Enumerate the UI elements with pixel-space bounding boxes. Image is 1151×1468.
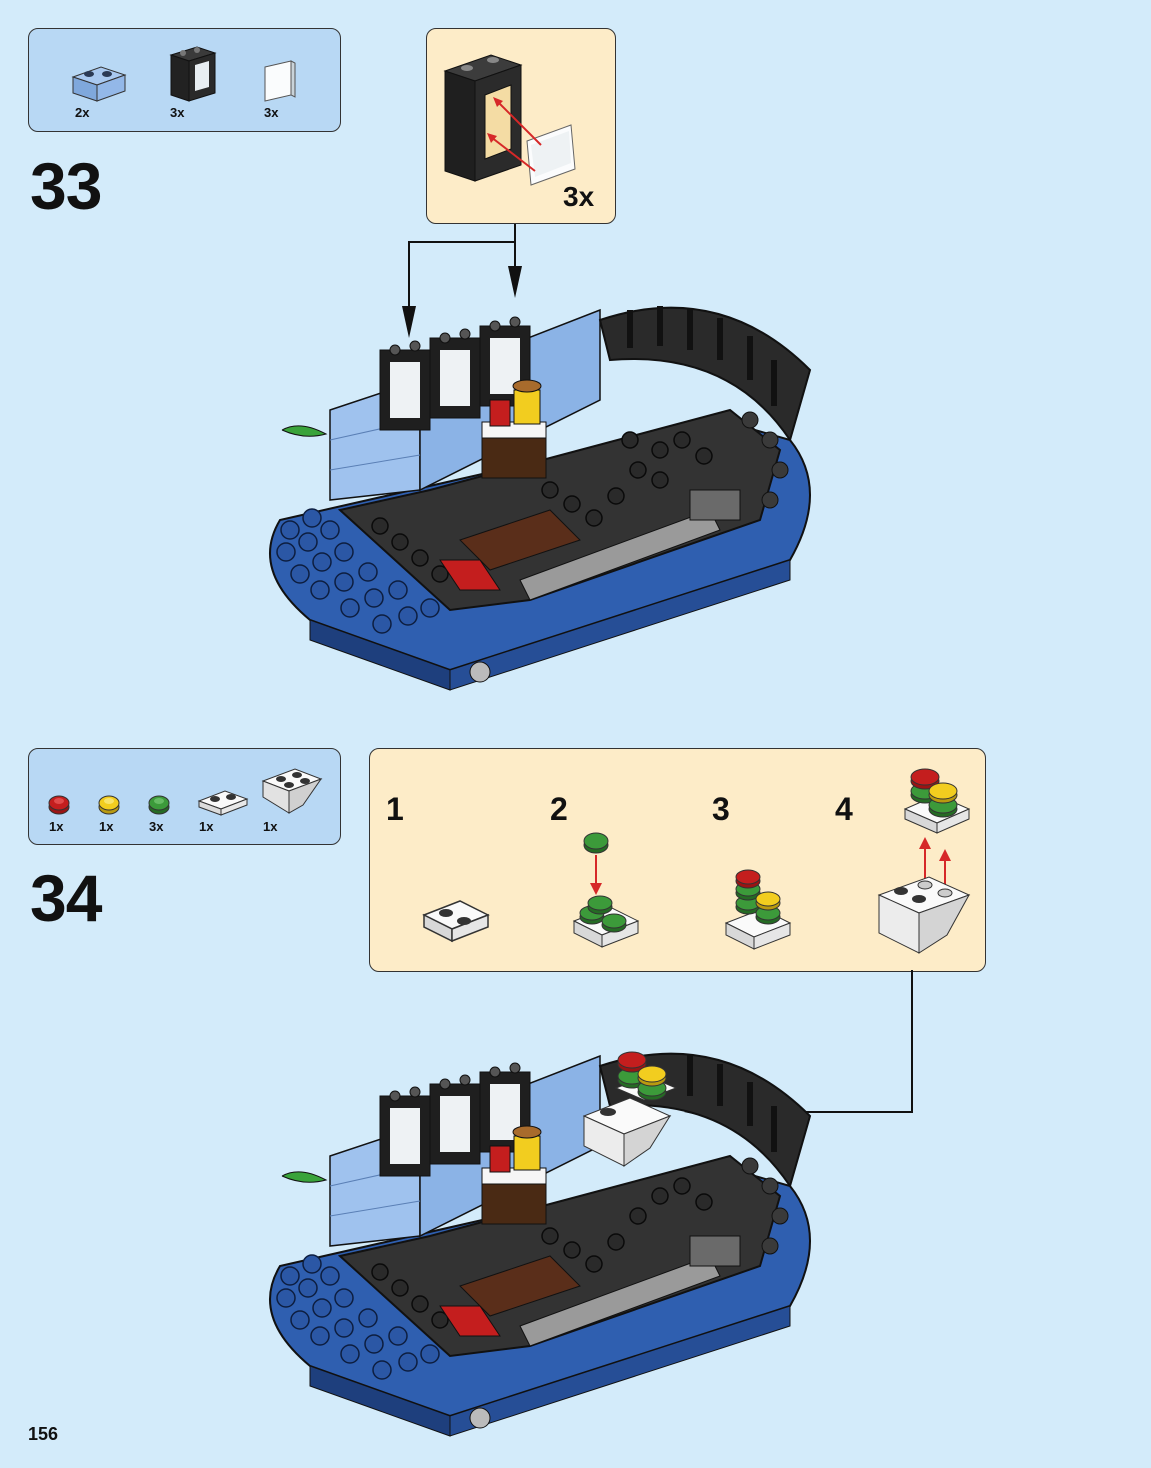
signal-light-assembly-illustration [877, 768, 971, 954]
step34-model-illustration [269, 1051, 812, 1437]
part-qty: 3x [170, 105, 185, 120]
step33-parts-list: 2x 3x 3x [28, 28, 341, 132]
step33-model-illustration [269, 306, 812, 691]
stacked-plates-illustration [724, 869, 792, 950]
part-qty: 1x [99, 819, 114, 834]
window-assembly-illustration [443, 54, 576, 186]
part-qty: 3x [264, 105, 279, 120]
light-blue-brick-1x2-icon [71, 66, 127, 102]
white-plate-illustration [422, 900, 490, 943]
white-plate-1x2-icon [197, 790, 249, 816]
part-qty: 2x [75, 105, 90, 120]
substep-number: 4 [835, 791, 853, 827]
substep-number: 3 [712, 791, 730, 827]
part-qty: 3x [149, 819, 164, 834]
callout-qty: 3x [563, 181, 595, 212]
step-number: 34 [30, 861, 102, 935]
substep-number: 2 [550, 791, 568, 827]
red-round-plate-icon [48, 795, 70, 815]
part-qty: 1x [49, 819, 64, 834]
step34-parts-list: 1x 1x 3x 1x 1x [28, 748, 341, 845]
substep-number: 1 [386, 791, 404, 827]
green-round-plate-icon [148, 795, 170, 815]
green-plate-attach-illustration [572, 832, 640, 948]
page-number: 156 [28, 1424, 59, 1444]
clear-glass-pane-icon [264, 60, 296, 102]
step33-callout: 3x [426, 28, 616, 224]
part-qty: 1x [263, 819, 278, 834]
yellow-round-plate-icon [98, 795, 120, 815]
black-window-frame-icon [169, 46, 217, 102]
step34-callout: 1 2 3 4 [369, 748, 986, 972]
part-qty: 1x [199, 819, 214, 834]
white-inverted-slope-icon [261, 768, 323, 814]
step-number: 33 [30, 149, 102, 223]
